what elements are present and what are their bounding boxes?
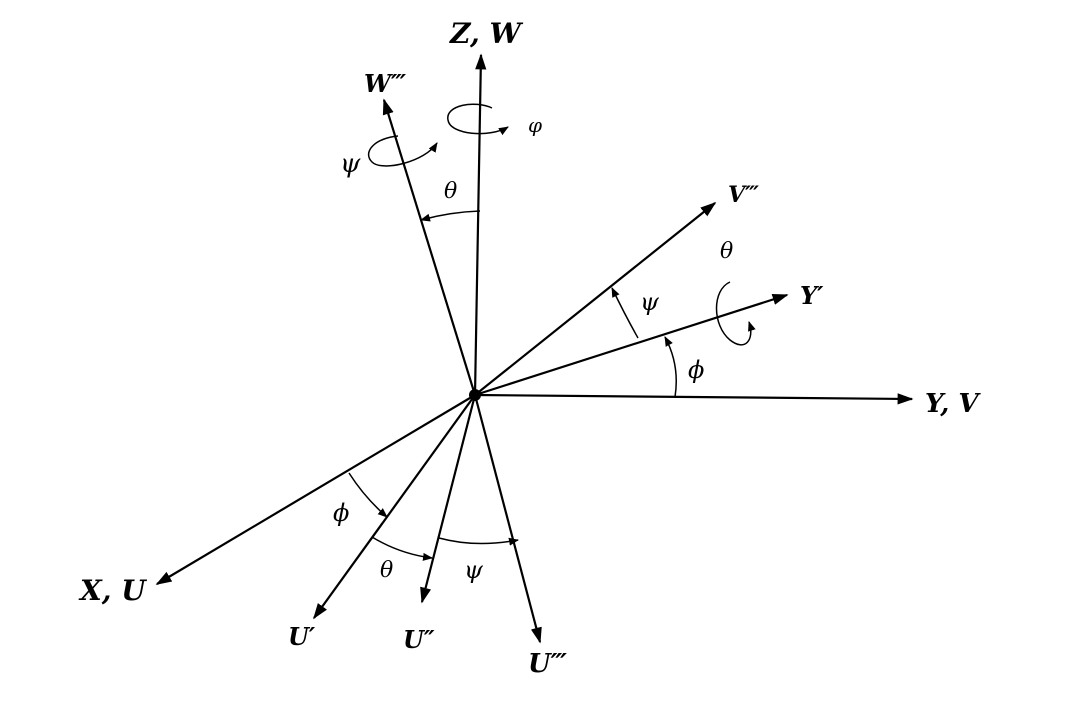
x-u-axis (155, 394, 476, 585)
psi-rotation-loop (367, 135, 438, 167)
label-v-triple: V‴ (728, 182, 759, 208)
label-phi-top: φ (528, 113, 542, 137)
label-u-double: U″ (403, 625, 435, 654)
label-theta-right: θ (720, 239, 733, 264)
y-v-axis (474, 393, 914, 405)
u-prime-axis (313, 394, 476, 620)
z-w-axis (473, 53, 487, 396)
label-phi-mid: ϕ (688, 356, 704, 384)
theta-arc-bottom (371, 536, 433, 561)
label-psi-bottom: ψ (464, 556, 484, 584)
origin-point (469, 389, 481, 401)
psi-arc-bottom (438, 537, 519, 546)
theta-rotation-loop (715, 281, 756, 346)
y-prime-axis (474, 293, 789, 397)
phi-arc-mid (664, 336, 677, 398)
label-y-prime: Y′ (800, 281, 824, 310)
label-phi-left: ϕ (333, 499, 349, 527)
psi-arc-mid (611, 287, 639, 339)
label-psi-mid: ψ (640, 288, 660, 316)
u-triple-axis (473, 394, 542, 644)
label-z-w: Z, W (449, 17, 523, 50)
label-theta-bottom: θ (380, 558, 393, 583)
theta-arc-top (420, 210, 481, 222)
label-u-triple: U‴ (528, 649, 568, 679)
label-w-triple: W‴ (364, 69, 406, 98)
label-theta-top: θ (444, 179, 457, 204)
w-triple-axis (382, 98, 477, 396)
phi-arc-left (348, 472, 388, 518)
label-psi-top: ψ (340, 149, 361, 179)
u-double-axis (420, 394, 477, 604)
label-u-prime: U′ (288, 622, 316, 651)
label-x-u: X, U (78, 574, 147, 607)
label-y-v: Y, V (925, 389, 981, 419)
v-triple-axis (474, 202, 717, 396)
phi-rotation-loop (447, 103, 509, 136)
